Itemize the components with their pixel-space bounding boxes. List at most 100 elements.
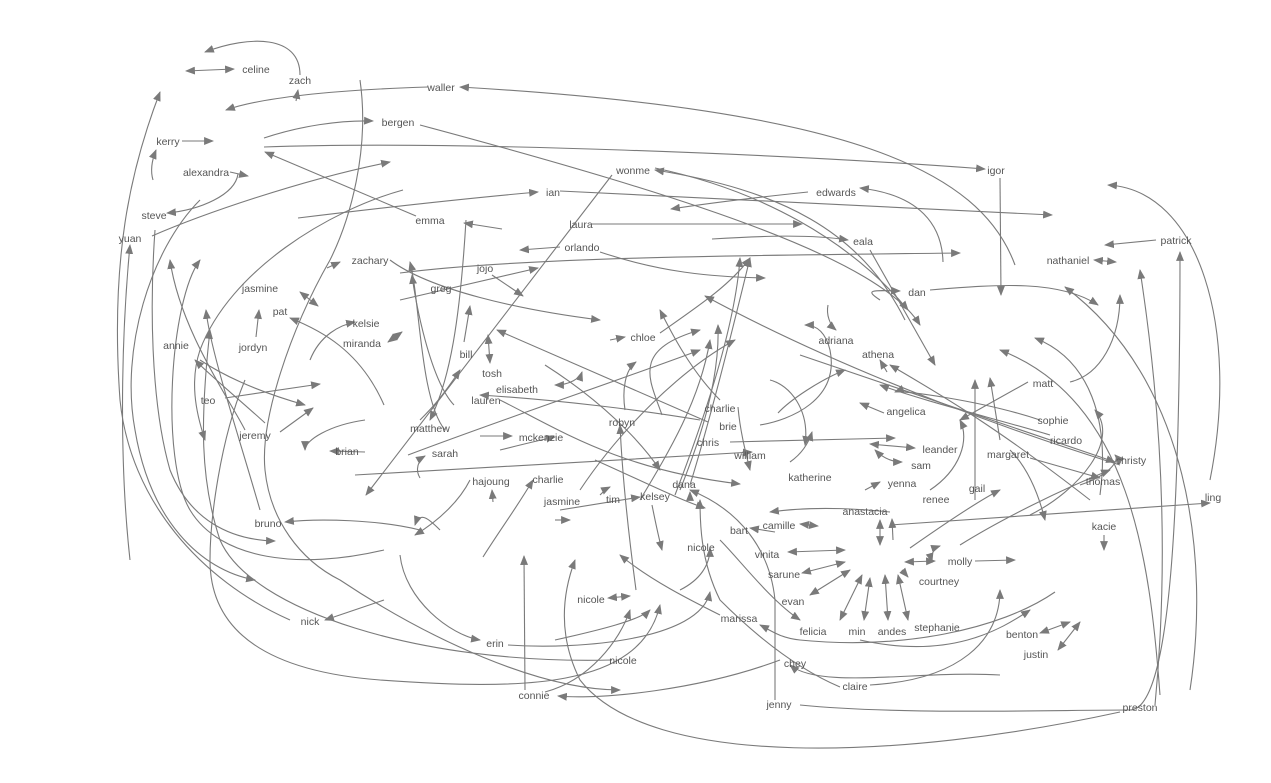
node-label-jeremy: jeremy xyxy=(238,430,271,442)
edge xyxy=(861,577,873,621)
edge xyxy=(499,434,556,451)
edge xyxy=(1057,621,1081,651)
edge xyxy=(171,259,385,561)
node-label-felicia: felicia xyxy=(800,626,827,638)
edge xyxy=(799,251,1184,712)
edge xyxy=(616,424,637,591)
node-label-steve: steve xyxy=(141,210,166,222)
node-label-charlie: charlie xyxy=(533,474,564,486)
node-label-nick: nick xyxy=(301,616,320,628)
edge xyxy=(479,391,701,421)
edge xyxy=(864,481,881,491)
node-label-sophie: sophie xyxy=(1038,415,1069,427)
edge xyxy=(999,349,1161,696)
node-label-ian: ian xyxy=(546,187,560,199)
node-label-molly: molly xyxy=(948,556,973,568)
edge xyxy=(484,334,494,364)
edge xyxy=(1104,239,1157,249)
node-label-renee: renee xyxy=(923,494,950,506)
node-label-matt: matt xyxy=(1033,378,1054,390)
edge xyxy=(896,574,910,621)
edge xyxy=(749,525,776,534)
edge xyxy=(869,440,916,452)
node-label-waller: waller xyxy=(426,82,455,94)
node-label-sarune: sarune xyxy=(768,569,800,581)
node-label-connie: connie xyxy=(519,690,550,702)
node-label-kelsie: kelsie xyxy=(353,318,380,330)
edge xyxy=(1137,269,1163,706)
node-label-athena: athena xyxy=(862,349,894,361)
edge xyxy=(559,190,1053,219)
node-label-katherine: katherine xyxy=(788,472,831,484)
edge xyxy=(254,309,262,338)
node-label-bill: bill xyxy=(460,349,473,361)
node-label-edwards: edwards xyxy=(816,187,856,199)
node-label-bergen: bergen xyxy=(382,117,415,129)
node-label-kelsey: kelsey xyxy=(640,491,671,503)
node-label-william: william xyxy=(733,450,766,462)
node-label-zachary: zachary xyxy=(352,255,390,267)
node-label-pat: pat xyxy=(273,306,288,318)
node-label-preston: preston xyxy=(1122,702,1157,714)
edge xyxy=(639,339,713,501)
node-label-nicole: nicole xyxy=(577,594,605,606)
edge xyxy=(1064,286,1198,691)
node-label-jojo: jojo xyxy=(476,263,494,275)
edge xyxy=(409,274,455,406)
edge xyxy=(607,592,631,602)
node-label-nicole: nicole xyxy=(609,655,637,667)
edge xyxy=(789,431,814,463)
node-label-justin: justin xyxy=(1023,649,1049,661)
edge xyxy=(654,167,906,321)
edge-layer xyxy=(116,40,1221,749)
edge xyxy=(151,229,276,545)
edge xyxy=(301,419,366,451)
edge xyxy=(166,173,239,217)
edge xyxy=(491,274,524,297)
node-label-kerry: kerry xyxy=(156,136,180,148)
edge xyxy=(859,185,944,263)
edge xyxy=(204,40,301,76)
node-label-nicole: nicole xyxy=(687,542,715,554)
node-label-orlando: orlando xyxy=(564,242,599,254)
node-label-brie: brie xyxy=(719,421,737,433)
edge xyxy=(696,499,841,688)
edge xyxy=(224,381,321,399)
node-label-christy: christy xyxy=(1116,455,1147,467)
edge xyxy=(194,189,404,441)
node-label-hajoung: hajoung xyxy=(472,476,510,488)
node-label-patrick: patrick xyxy=(1161,235,1193,247)
node-label-margaret: margaret xyxy=(987,449,1029,461)
node-label-jasmine: jasmine xyxy=(543,496,580,508)
edge xyxy=(737,406,752,471)
edge xyxy=(496,329,709,423)
edge xyxy=(554,609,651,641)
edge xyxy=(121,244,134,561)
edge xyxy=(959,469,1111,546)
edge xyxy=(974,556,1016,565)
node-label-yuan: yuan xyxy=(119,233,142,245)
node-label-ling: ling xyxy=(1205,492,1222,504)
node-label-claire: claire xyxy=(842,681,867,693)
edge xyxy=(881,574,892,621)
node-label-benton: benton xyxy=(1006,629,1038,641)
node-label-matthew: matthew xyxy=(410,423,450,435)
edge xyxy=(309,319,356,361)
node-label-marissa: marissa xyxy=(721,613,758,625)
edge xyxy=(199,359,306,407)
edge xyxy=(859,402,885,414)
node-label-emma: emma xyxy=(415,215,444,227)
edge xyxy=(185,65,235,75)
node-label-nathaniel: nathaniel xyxy=(1047,255,1090,267)
node-label-leander: leander xyxy=(922,444,958,456)
edge xyxy=(263,144,986,173)
edge xyxy=(787,546,846,556)
node-label-brian: brian xyxy=(335,446,359,458)
edge xyxy=(419,369,461,421)
edge xyxy=(414,479,471,536)
node-label-gail: gail xyxy=(969,483,985,495)
edge xyxy=(799,521,819,529)
node-label-thomas: thomas xyxy=(1086,476,1120,488)
edge xyxy=(1029,409,1104,516)
edge xyxy=(1029,457,1101,480)
